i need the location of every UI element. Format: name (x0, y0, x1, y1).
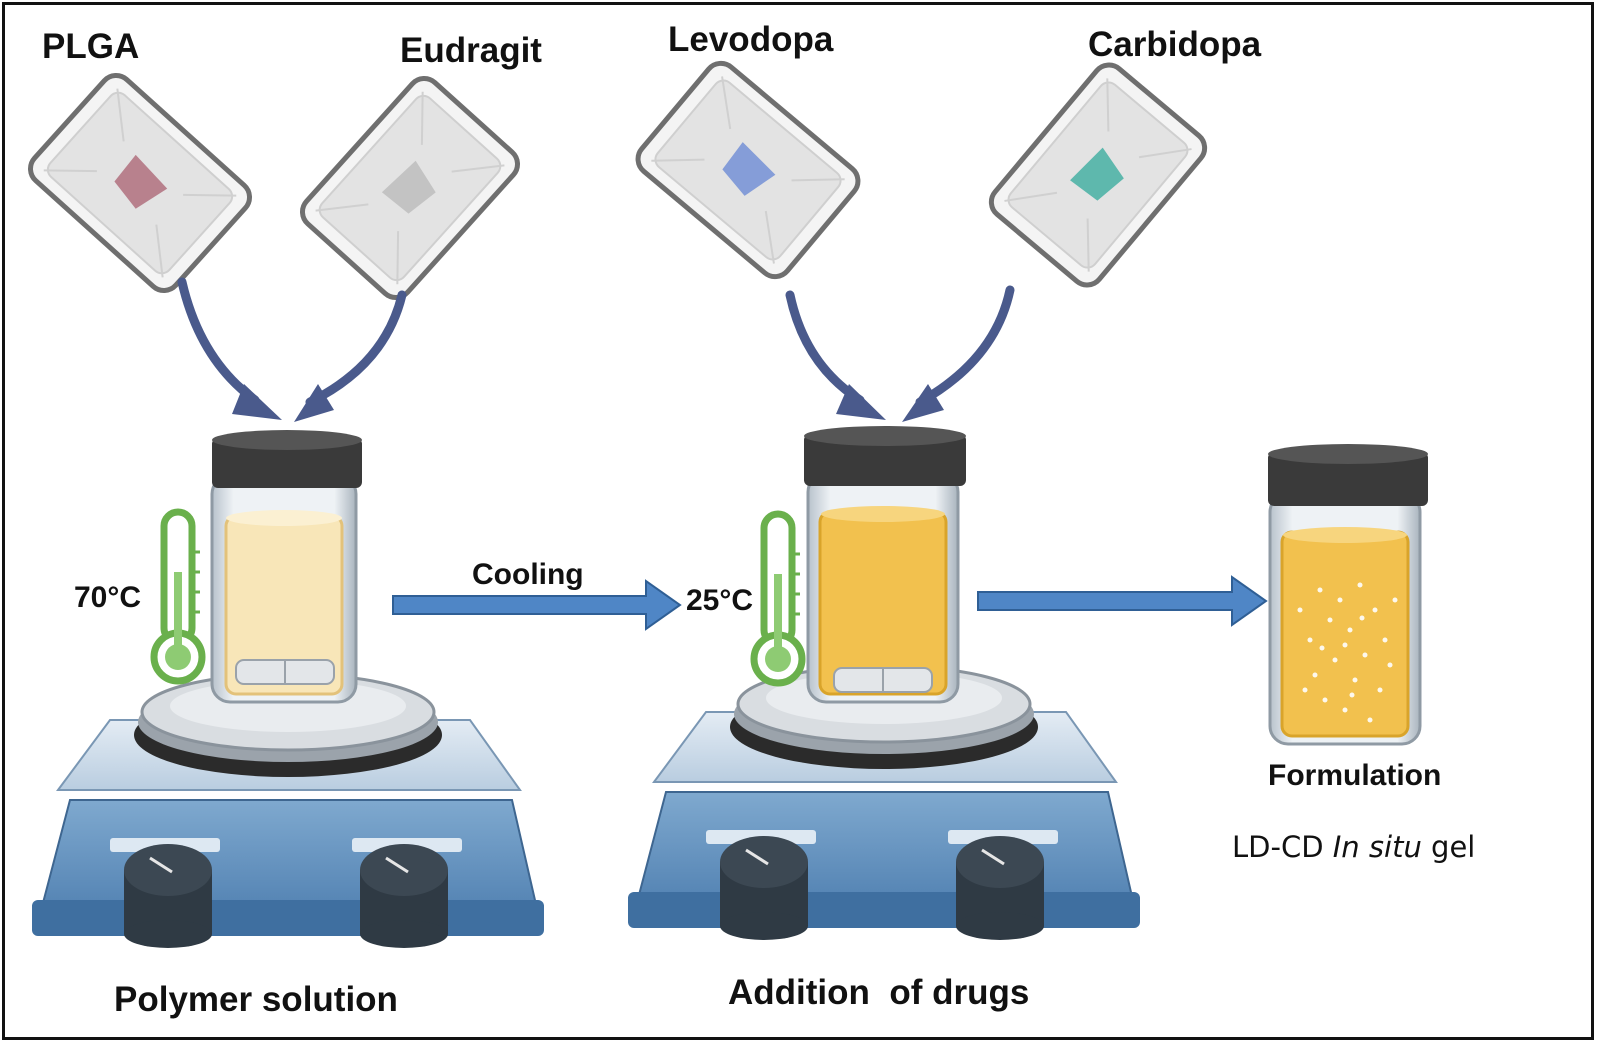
gel-prefix: LD-CD (1232, 830, 1333, 864)
block-arrow-cooling (392, 579, 682, 631)
thermometer-2 (754, 514, 802, 683)
curved-arrows (177, 277, 1015, 407)
label-temp-hot: 70°C (74, 581, 142, 614)
weigh-boat-levodopa (632, 57, 865, 283)
label-formulation: Formulation (1268, 759, 1442, 792)
label-addition-of-drugs: Addition of drugs (728, 973, 1030, 1012)
weigh-boat-eudragit (296, 72, 524, 304)
label-temp-cool: 25°C (686, 584, 754, 617)
hot-plate-stirrer-2 (626, 664, 1142, 942)
label-gel-name: LD-CD In situ gel (1232, 833, 1475, 862)
vial-drugs (804, 426, 966, 704)
vial-polymer-solution (210, 430, 362, 704)
label-polymer-solution: Polymer solution (114, 980, 398, 1019)
label-carbidopa: Carbidopa (1088, 25, 1262, 64)
thermometer-1 (154, 512, 202, 681)
label-cooling: Cooling (472, 558, 584, 591)
label-plga: PLGA (42, 27, 140, 66)
weigh-boat-carbidopa (985, 59, 1211, 292)
weigh-boat-plga (24, 69, 256, 297)
vial-formulation (1268, 444, 1428, 746)
hot-plate-stirrer-1 (30, 672, 546, 950)
label-levodopa: Levodopa (668, 20, 834, 59)
block-arrow-formulation (977, 575, 1268, 627)
label-eudragit: Eudragit (400, 31, 542, 70)
gel-italic: In situ (1332, 830, 1422, 864)
curved-arrowheads (232, 384, 944, 422)
gel-suffix: gel (1421, 830, 1476, 864)
